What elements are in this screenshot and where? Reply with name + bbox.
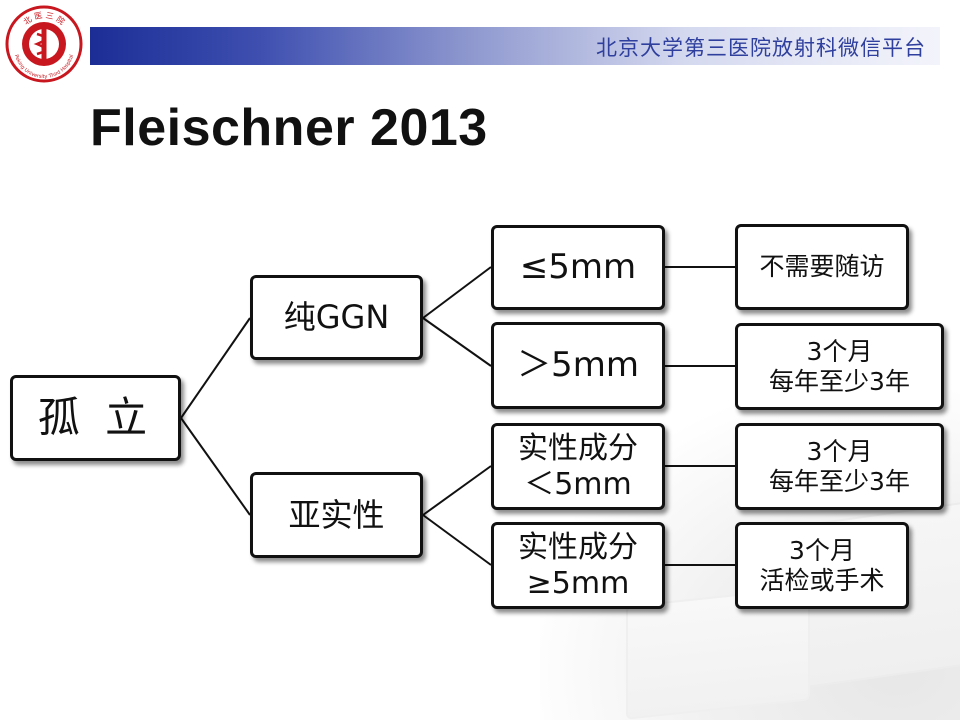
node-solid-ge5mm-line2: ≥5mm <box>526 565 630 601</box>
node-solid-ge5mm-line1: 实性成分 <box>518 529 638 565</box>
header-banner: 北京大学第三医院放射科微信平台 <box>90 27 940 65</box>
result-solid-lt5mm-line1: 3个月 <box>806 436 873 466</box>
result-ggn-gt5mm-line1: 3个月 <box>806 336 873 366</box>
node-solitary-label: 孤 立 <box>37 392 154 442</box>
hospital-logo: 北 医 三 院 Peking University Third Hospital <box>5 5 83 83</box>
connector-root-ggn <box>180 317 251 419</box>
result-no-follow-up: 不需要随访 <box>735 224 909 310</box>
node-pure-ggn: 纯GGN <box>250 275 423 360</box>
result-solid-lt5mm: 3个月 每年至少3年 <box>735 423 944 510</box>
node-ggn-le5mm: ≤5mm <box>491 225 665 310</box>
node-solid-lt5mm-line2: ＜5mm <box>524 466 632 502</box>
connector-sub-solid-ge <box>422 514 492 566</box>
result-solid-ge5mm-line1: 3个月 <box>789 535 855 565</box>
banner-text: 北京大学第三医院放射科微信平台 <box>596 36 926 60</box>
result-ggn-gt5mm: 3个月 每年至少3年 <box>735 323 944 410</box>
node-ggn-le5mm-label: ≤5mm <box>519 247 637 288</box>
connector-sub-solid-lt <box>422 465 492 516</box>
result-solid-ge5mm-line2: 活检或手术 <box>759 565 885 595</box>
node-solid-lt5mm-line1: 实性成分 <box>518 430 638 466</box>
node-part-solid: 亚实性 <box>250 472 423 558</box>
result-no-follow-up-label: 不需要随访 <box>759 252 885 281</box>
node-pure-ggn-label: 纯GGN <box>283 298 390 337</box>
result-solid-lt5mm-line2: 每年至少3年 <box>769 466 910 496</box>
node-part-solid-label: 亚实性 <box>288 495 385 534</box>
result-ggn-gt5mm-line2: 每年至少3年 <box>769 366 910 396</box>
node-ggn-gt5mm: ＞5mm <box>491 322 665 409</box>
node-ggn-gt5mm-label: ＞5mm <box>517 345 639 386</box>
node-solid-lt5mm: 实性成分 ＜5mm <box>491 423 665 510</box>
node-solitary: 孤 立 <box>10 375 181 461</box>
connector-root-sub <box>180 417 251 516</box>
connector-ggn-gt5 <box>422 317 492 367</box>
slide-title: Fleischner 2013 <box>90 99 488 157</box>
connector-ggn-le5 <box>422 266 492 319</box>
node-solid-ge5mm: 实性成分 ≥5mm <box>491 522 665 609</box>
result-solid-ge5mm: 3个月 活检或手术 <box>735 522 909 609</box>
